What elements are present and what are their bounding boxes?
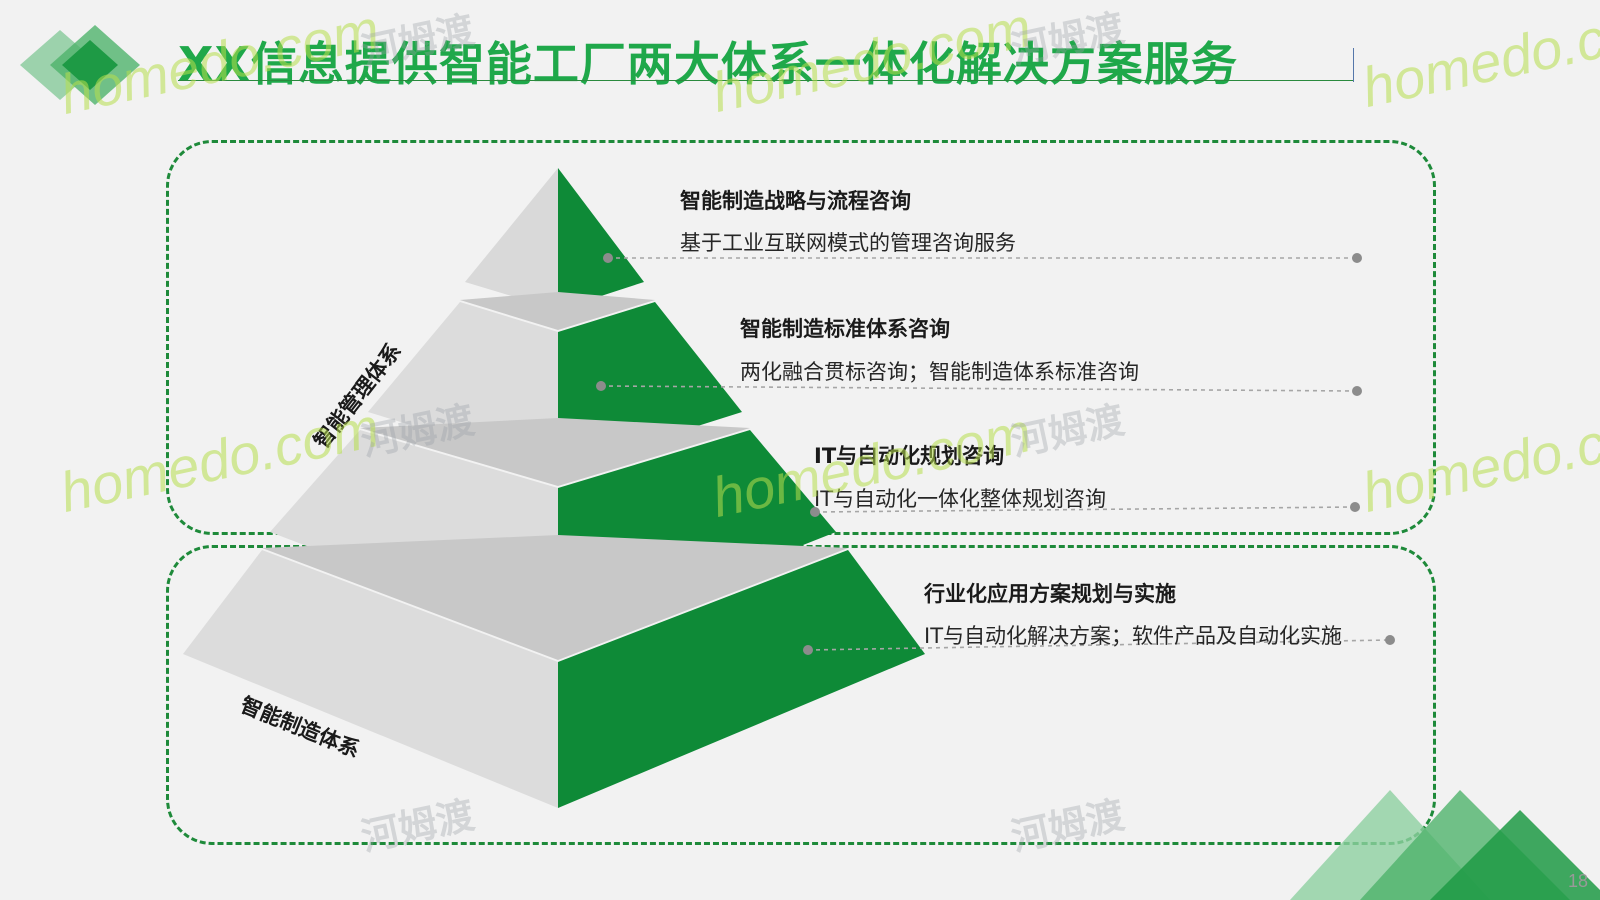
diamond-decor-icon bbox=[1290, 790, 1600, 900]
layer-2-description: 两化融合贯标咨询；智能制造体系标准咨询 bbox=[740, 360, 1139, 384]
layer-1-description: 基于工业互联网模式的管理咨询服务 bbox=[680, 231, 1016, 255]
pyramid-tier-4-left bbox=[183, 550, 558, 808]
layer-3-heading: IT与自动化规划咨询 bbox=[814, 444, 1005, 468]
pyramid-tier-1-right bbox=[558, 168, 644, 310]
layer-2-heading: 智能制造标准体系咨询 bbox=[740, 317, 950, 341]
leader-line-2 bbox=[600, 385, 1358, 392]
layer-3-description: IT与自动化一体化整体规划咨询 bbox=[814, 487, 1107, 511]
leader-dot-2a bbox=[596, 381, 606, 391]
pyramid-tier-1-left bbox=[465, 168, 558, 310]
pyramid-tier-4-top bbox=[262, 535, 848, 660]
leader-dot-1b bbox=[1352, 253, 1362, 263]
leader-dot-4a bbox=[803, 645, 813, 655]
leader-dot-3a bbox=[810, 507, 820, 517]
leader-dot-3b bbox=[1350, 502, 1360, 512]
page-number: 18 bbox=[1567, 871, 1588, 891]
layer-1-heading: 智能制造战略与流程咨询 bbox=[680, 189, 911, 213]
layer-4-heading: 行业化应用方案规划与实施 bbox=[924, 582, 1176, 606]
pyramid-tier-3-top bbox=[360, 418, 750, 486]
diamond-logo-icon bbox=[20, 25, 140, 105]
leader-line-4 bbox=[807, 639, 1391, 651]
page-title: XX信息提供智能工厂两大体系一体化解决方案服务 bbox=[178, 37, 1238, 91]
leader-line-3 bbox=[814, 506, 1356, 513]
layer-4-description: IT与自动化解决方案；软件产品及自动化实施 bbox=[924, 624, 1343, 648]
leader-dot-1a bbox=[603, 253, 613, 263]
pyramid-tier-2-top bbox=[460, 292, 655, 330]
pyramid-tier-4-right bbox=[558, 550, 925, 808]
leader-dot-4b bbox=[1385, 635, 1395, 645]
leader-dot-2b bbox=[1352, 386, 1362, 396]
title-divider-tick bbox=[1353, 48, 1354, 82]
title-underline bbox=[178, 80, 1354, 81]
